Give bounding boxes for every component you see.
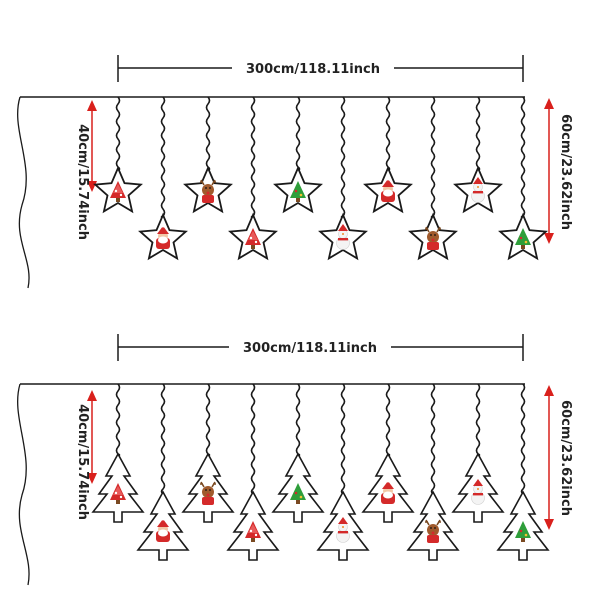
light-strands xyxy=(93,96,548,261)
light-strand xyxy=(363,96,413,214)
width-label: 300cm/118.11inch xyxy=(243,341,377,356)
power-cord xyxy=(17,96,30,289)
strand-wire xyxy=(115,383,121,457)
short-drop-arrow-head-top xyxy=(87,390,97,401)
light-strand xyxy=(181,383,235,523)
snowman-ornament-icon xyxy=(471,479,485,505)
strand-wire xyxy=(160,96,166,219)
reindeer-ornament-icon xyxy=(425,226,441,250)
strand-wire xyxy=(295,383,301,457)
light-strand xyxy=(273,96,323,214)
light-strands xyxy=(91,383,550,561)
short-drop-label: 40cm/15.74inch xyxy=(75,124,90,240)
light-strand xyxy=(408,96,458,261)
light-strand xyxy=(271,383,325,523)
snowman-ornament-icon xyxy=(336,517,350,543)
width-label-bg xyxy=(229,337,391,357)
strand-wire xyxy=(205,383,211,457)
light-strand xyxy=(498,96,548,261)
light-strand xyxy=(226,383,280,561)
greentree-ornament-icon xyxy=(290,483,306,504)
strand-wire xyxy=(385,96,391,172)
santa-ornament-icon xyxy=(156,517,170,542)
santa-ornament-icon xyxy=(156,224,170,249)
width-label-bg xyxy=(232,58,394,78)
long-drop-arrow-head-top xyxy=(544,385,554,396)
reindeer-ornament-icon xyxy=(200,481,216,505)
light-strand xyxy=(91,383,145,523)
panel-stars: 300cm/118.11inch 40cm/15.74inch 60cm/23.… xyxy=(17,55,573,289)
strand-wire xyxy=(385,383,391,457)
greentree-ornament-icon xyxy=(515,521,531,542)
strand-wire xyxy=(430,383,436,495)
panel-trees: 300cm/118.11inch 40cm/15.74inch 60cm/23.… xyxy=(16,334,573,586)
strand-wire xyxy=(340,383,346,495)
strand-wire xyxy=(475,96,481,172)
light-strand xyxy=(138,96,188,261)
greentree-ornament-icon xyxy=(515,228,531,249)
reindeer-ornament-icon xyxy=(200,179,216,203)
light-strand xyxy=(93,96,143,214)
tree-ornament-icon xyxy=(110,483,126,504)
strand-wire xyxy=(250,96,256,219)
strand-wire xyxy=(520,96,526,219)
santa-ornament-icon xyxy=(381,479,395,504)
tree-ornament-icon xyxy=(110,181,126,202)
light-strand xyxy=(496,383,550,561)
long-drop-arrow-head-bottom xyxy=(544,233,554,244)
long-drop-label: 60cm/23.62inch xyxy=(558,114,573,230)
strand-wire xyxy=(295,96,301,172)
strand-wire xyxy=(115,96,121,172)
strand-wire xyxy=(520,383,526,495)
strand-wire xyxy=(250,383,256,495)
strand-wire xyxy=(160,383,166,495)
light-strand xyxy=(361,383,415,523)
short-drop-label: 40cm/15.74inch xyxy=(75,404,90,520)
light-strand xyxy=(406,383,460,561)
snowman-ornament-icon xyxy=(336,224,350,250)
light-strand xyxy=(451,383,505,523)
short-drop-arrow-head-bottom xyxy=(87,473,97,484)
long-drop-label: 60cm/23.62inch xyxy=(558,400,573,516)
strand-wire xyxy=(340,96,346,219)
light-strand xyxy=(318,96,368,261)
light-strand xyxy=(183,96,233,214)
strand-wire xyxy=(205,96,211,172)
short-drop-arrow-head-top xyxy=(87,100,97,111)
strand-wire xyxy=(475,383,481,457)
light-strand xyxy=(228,96,278,261)
snowman-ornament-icon xyxy=(471,177,485,203)
tree-ornament-icon xyxy=(245,521,261,542)
light-strand xyxy=(453,96,503,214)
reindeer-ornament-icon xyxy=(425,519,441,543)
long-drop-arrow-head-bottom xyxy=(544,519,554,530)
greentree-ornament-icon xyxy=(290,181,306,202)
light-strand xyxy=(316,383,370,561)
strand-wire xyxy=(430,96,436,219)
short-drop-arrow-head-bottom xyxy=(87,181,97,192)
long-drop-arrow-head-top xyxy=(544,98,554,109)
tree-ornament-icon xyxy=(245,228,261,249)
light-strand xyxy=(136,383,190,561)
width-label: 300cm/118.11inch xyxy=(246,62,380,77)
santa-ornament-icon xyxy=(381,177,395,202)
power-cord xyxy=(16,383,30,586)
